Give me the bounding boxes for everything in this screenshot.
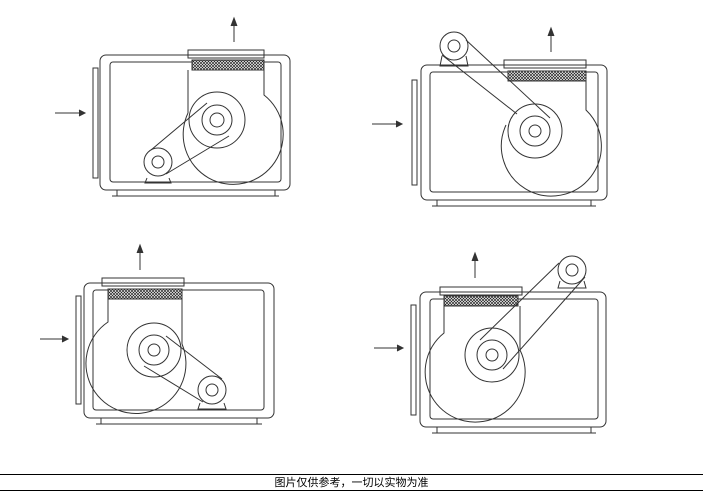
outlet-mesh [444, 296, 518, 306]
housing-inner [430, 299, 598, 419]
outlet-flange [102, 278, 184, 286]
housing-inner [93, 290, 264, 410]
housing-outer [84, 283, 274, 418]
outlet-mesh [108, 289, 182, 299]
outlet-flange [188, 50, 264, 58]
motor [198, 376, 226, 404]
motor [558, 256, 586, 284]
outlet-mesh [192, 60, 264, 70]
diagram-3-motor-bottom-right [40, 245, 274, 424]
motor [144, 148, 172, 176]
housing-outer [420, 292, 606, 427]
scroll-casing [425, 306, 525, 422]
outlet-flange [504, 60, 586, 68]
diagram-1-motor-bottom-left [55, 18, 290, 196]
fan-arrangement-drawings [0, 0, 703, 470]
outlet-flange [440, 287, 522, 295]
housing-inner [430, 72, 598, 192]
impeller [508, 104, 562, 158]
belt [480, 263, 559, 340]
impeller [465, 328, 519, 382]
belt [442, 55, 517, 114]
inlet-flange [412, 80, 417, 185]
motor [440, 32, 468, 60]
scroll-casing [501, 81, 601, 196]
inlet-flange [411, 305, 416, 415]
housing-inner [110, 62, 281, 182]
impeller [189, 92, 245, 148]
belt [166, 336, 222, 379]
scroll-casing [183, 70, 283, 184]
inlet-flange [76, 296, 81, 404]
diagram-2-motor-top-left [372, 28, 607, 206]
caption-bar: 图片仅供参考，一切以实物为准 [0, 474, 703, 491]
impeller [127, 323, 181, 377]
outlet-mesh [508, 71, 586, 81]
housing-outer [100, 55, 290, 190]
belt [151, 103, 207, 150]
scroll-casing [86, 299, 186, 413]
caption-text: 图片仅供参考，一切以实物为准 [274, 476, 429, 489]
inlet-flange [93, 68, 98, 178]
diagram-4-motor-top-right [374, 253, 606, 433]
inlet-arrowhead [79, 110, 85, 116]
